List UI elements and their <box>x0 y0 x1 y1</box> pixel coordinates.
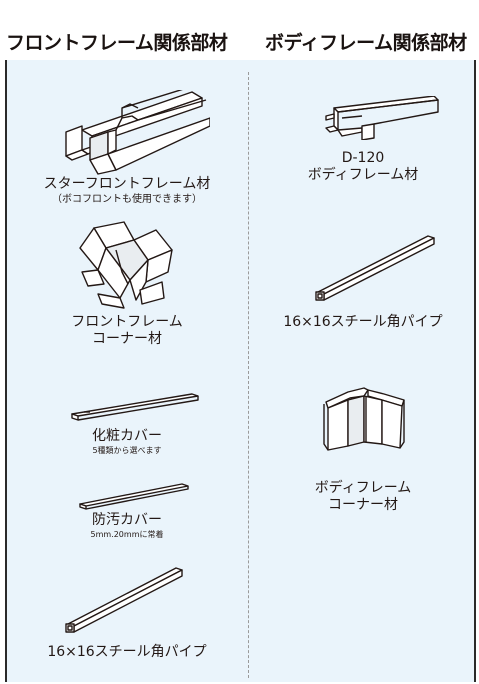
left-steel-pipe-title: 16×16スチール角パイプ <box>47 644 207 660</box>
left-steel-pipe-caption: 16×16スチール角パイプ <box>10 644 244 661</box>
body-frame-profile-icon <box>325 96 439 140</box>
body-frame-title-2: ボディフレーム材 <box>307 167 419 183</box>
front-frame-corner-icon <box>79 221 173 309</box>
front-frame-heading: フロントフレーム関係部材 <box>6 32 228 54</box>
body-frame-corner-icon <box>323 387 405 451</box>
antifouling-cover-icon <box>79 483 189 510</box>
antifouling-cover-note: 5mm.20mmに常着 <box>90 530 164 539</box>
antifouling-cover-caption: 防汚カバー 5mm.20mmに常着 <box>10 512 244 540</box>
content-panel <box>5 60 476 682</box>
steel-square-pipe-icon <box>315 235 435 301</box>
decorative-cover-caption: 化粧カバー 5種類から選べます <box>10 428 244 456</box>
decorative-cover-icon <box>71 393 199 421</box>
star-front-frame-note: （ボコフロントも使用できます） <box>52 194 202 205</box>
decorative-cover-title: 化粧カバー <box>92 428 162 444</box>
header: フロントフレーム関係部材 ボディフレーム関係部材 <box>0 0 479 60</box>
body-frame-corner-title-1: ボディフレーム <box>314 480 412 496</box>
star-front-frame-title: スターフロントフレーム材 <box>43 176 211 192</box>
body-frame-heading: ボディフレーム関係部材 <box>265 32 467 54</box>
front-frame-corner-title-1: フロントフレーム <box>71 314 183 330</box>
star-front-frame-caption: スターフロントフレーム材 （ボコフロントも使用できます） <box>10 176 244 206</box>
body-frame-corner-caption: ボディフレーム コーナー材 <box>250 480 476 514</box>
body-frame-corner-title-2: コーナー材 <box>328 497 398 513</box>
star-front-frame-profile-icon <box>65 90 210 175</box>
front-frame-corner-title-2: コーナー材 <box>92 331 162 347</box>
steel-square-pipe-icon <box>65 567 183 633</box>
column-divider <box>248 72 249 678</box>
right-steel-pipe-caption: 16×16スチール角パイプ <box>250 314 476 331</box>
body-frame-caption: D-120 ボディフレーム材 <box>250 150 476 184</box>
body-frame-title-1: D-120 <box>341 150 385 166</box>
right-steel-pipe-title: 16×16スチール角パイプ <box>283 314 443 330</box>
front-frame-corner-caption: フロントフレーム コーナー材 <box>10 314 244 348</box>
decorative-cover-note: 5種類から選べます <box>92 446 162 455</box>
antifouling-cover-title: 防汚カバー <box>92 512 162 528</box>
